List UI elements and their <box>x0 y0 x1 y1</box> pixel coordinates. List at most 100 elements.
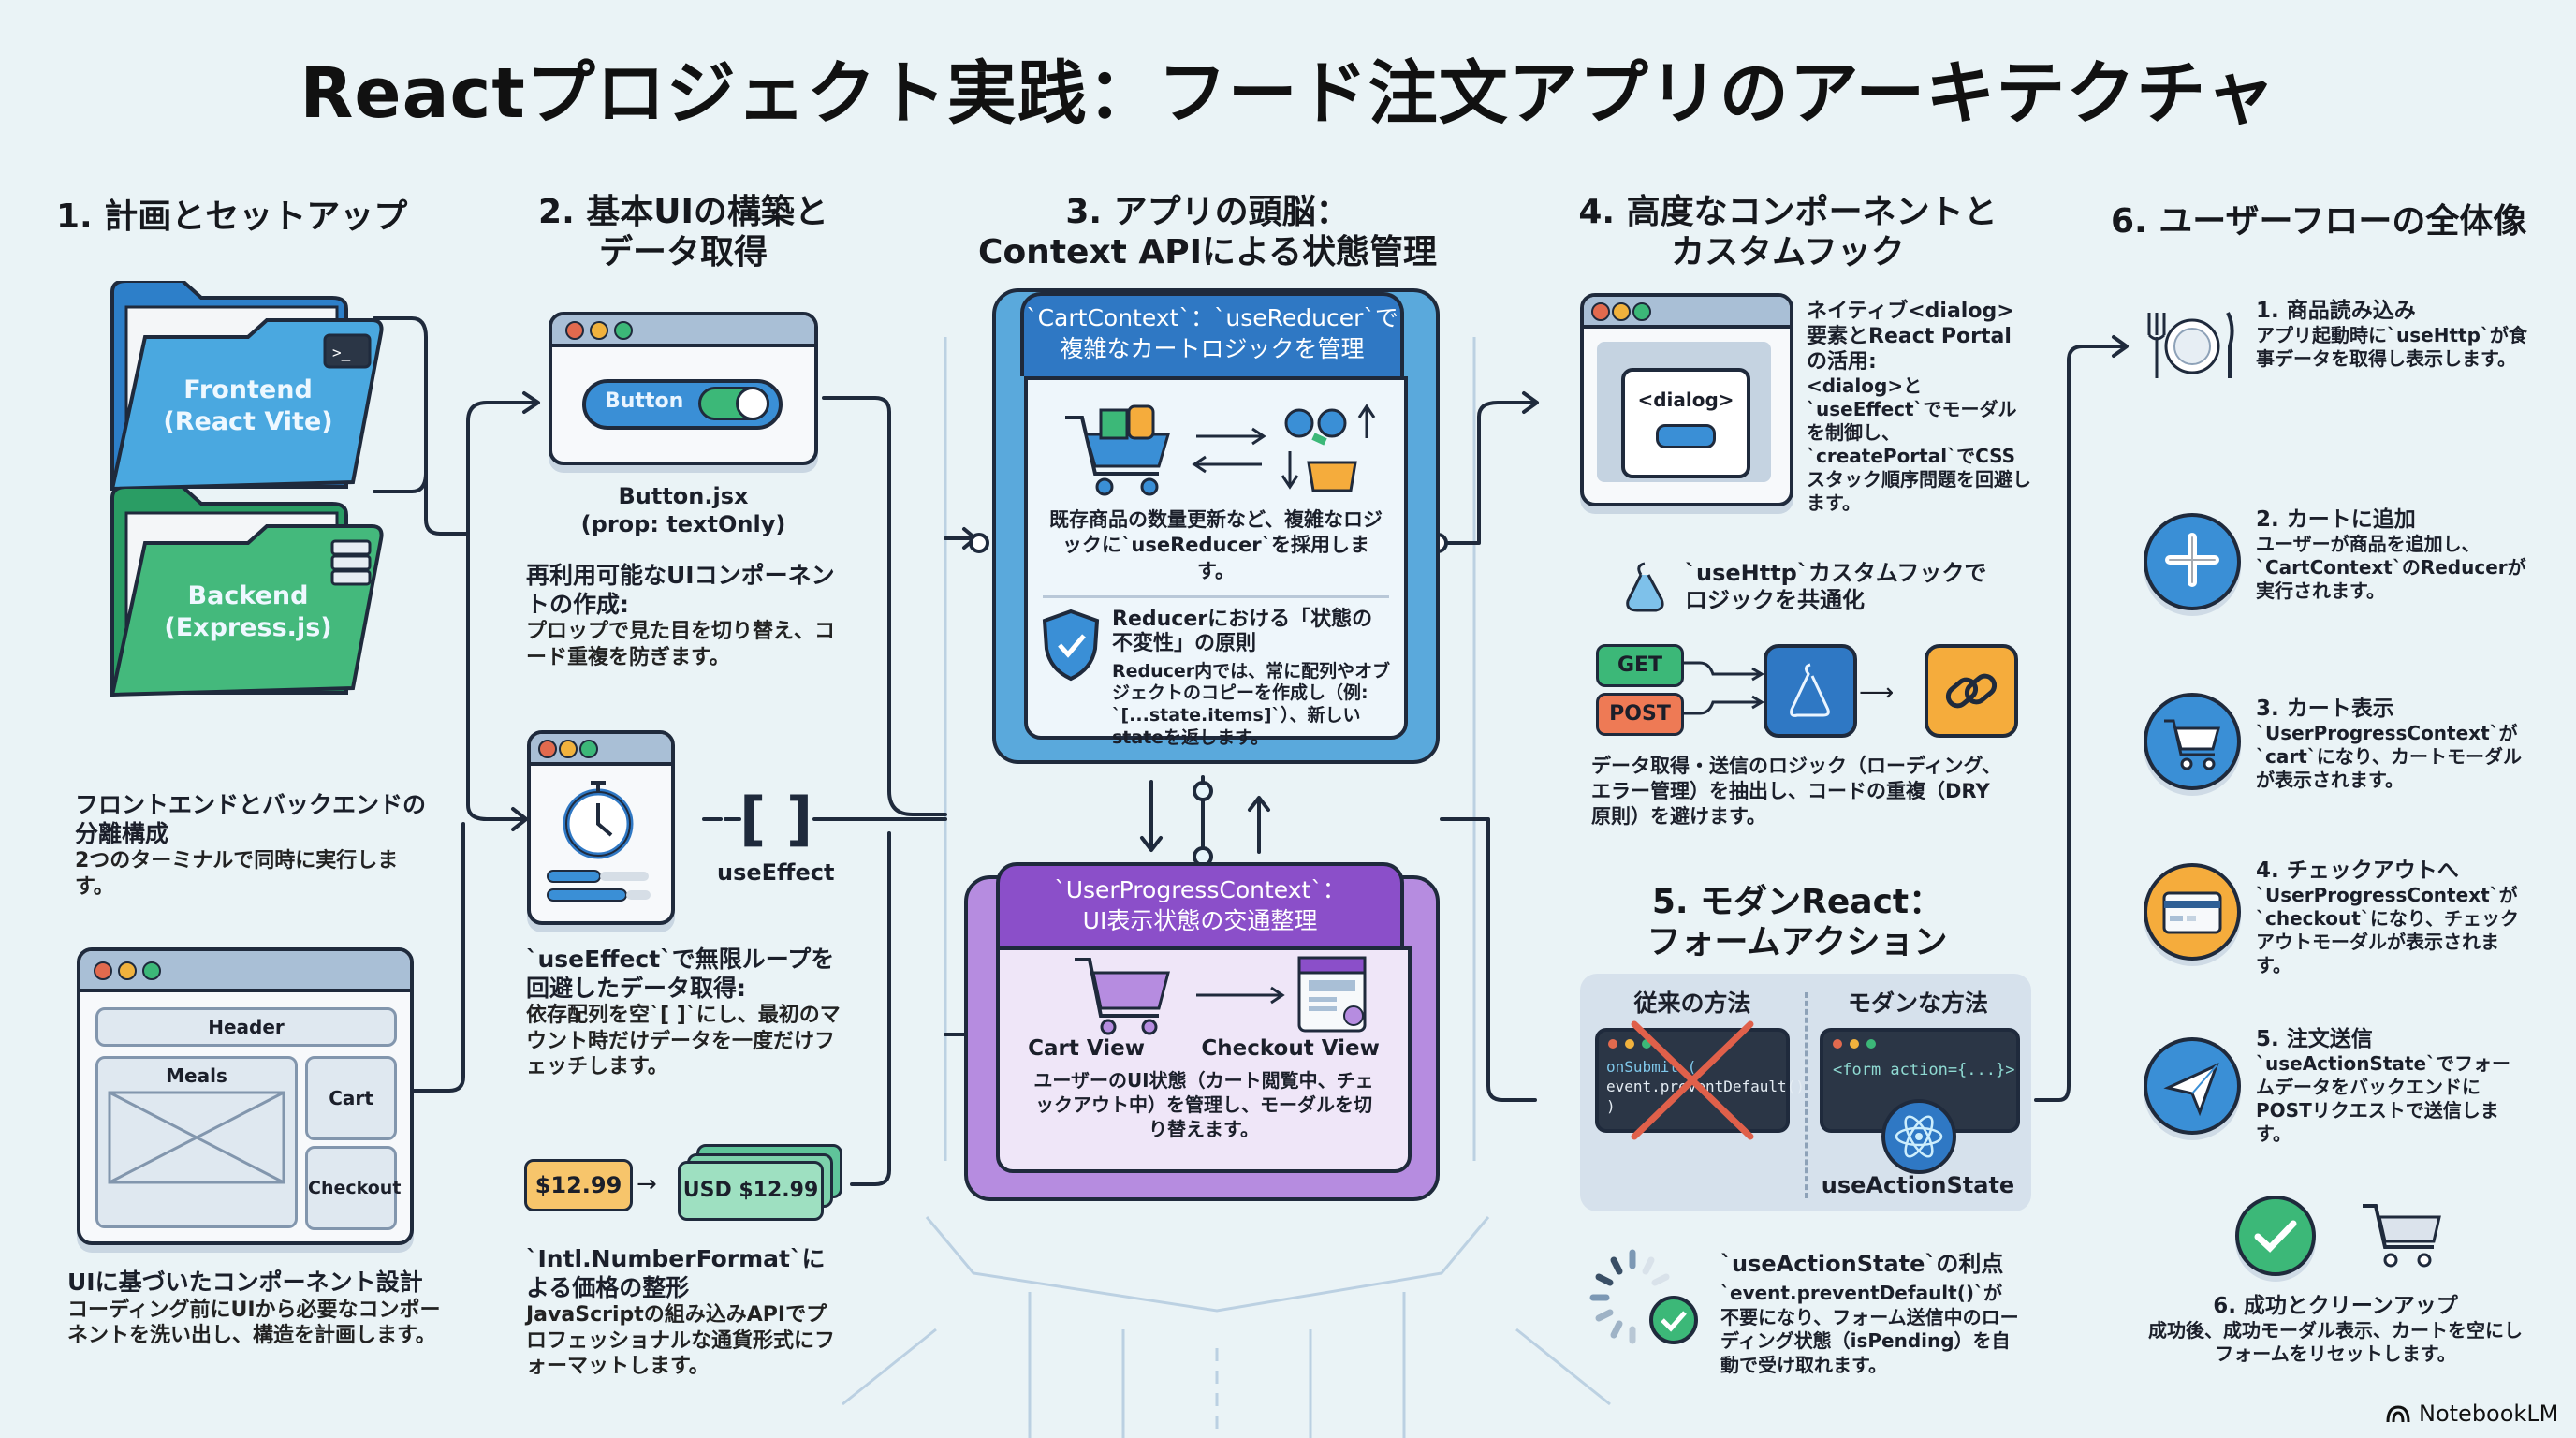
brand-watermark: NotebookLM <box>2385 1401 2558 1427</box>
cross-out-icon <box>1631 1020 1754 1140</box>
send-icon <box>2144 1037 2241 1135</box>
user-progress-desc: ユーザーのUI状態（カート閲覧中、チェックアウト中）を管理し、モーダルを切り替え… <box>1033 1069 1374 1140</box>
backend-label-line1: Backend <box>187 581 309 610</box>
flow-step-6: 6. 成功とクリーンアップ 成功後、成功モーダル表示、カートを空にしフォームをリ… <box>2144 1287 2527 1366</box>
user-progress-body: Cart View Checkout View ユーザーのUI状態（カート閲覧中… <box>996 946 1412 1173</box>
split-config-block: フロントエンドとバックエンドの分離構成 2つのターミナルで同時に実行します。 <box>75 791 431 900</box>
section-4-heading: 4. 高度なコンポーネントとカスタムフック <box>1554 192 2022 272</box>
section-5-heading-line2: フォームアクション <box>1647 923 1948 962</box>
split-config-desc: 2つのターミナルで同時に実行します。 <box>75 849 399 899</box>
intl-title: `Intl.NumberFormat`による価格の整形 <box>526 1245 826 1301</box>
cart-context-title-line1: `CartContext`：`useReducer`で <box>1026 304 1398 331</box>
image-placeholder-icon <box>108 1091 285 1184</box>
wireframe-meals-label: Meals <box>166 1064 227 1087</box>
flow-step-desc: 成功後、成功モーダル表示、カートを空にしフォームをリセットします。 <box>2148 1319 2523 1365</box>
section-2-heading-line2: データ取得 <box>598 233 768 272</box>
cart-context-desc: 既存商品の数量更新など、複雑なロジックに`useReducer`を採用します。 <box>1049 508 1383 582</box>
section-5-heading-line1: 5. モダンReact： <box>1651 883 1943 921</box>
split-config-title: フロントエンドとバックエンドの分離構成 <box>75 791 427 847</box>
toggle-knob <box>736 387 769 420</box>
section-6-heading: 6. ユーザーフローの全体像 <box>2111 202 2527 241</box>
modern-code-line: <form action={...}> <box>1833 1061 2015 1079</box>
intl-block: `Intl.NumberFormat`による価格の整形 JavaScriptの組… <box>526 1245 844 1380</box>
component-design-desc: コーディング前にUIから必要なコンポーネントを洗い出し、構造を計画します。 <box>67 1298 441 1348</box>
minimize-dot <box>1612 302 1631 321</box>
section-4-heading-line2: カスタムフック <box>1671 233 1905 272</box>
shield-check-icon <box>1042 609 1100 682</box>
cart-icon <box>2144 693 2241 790</box>
toggle-button[interactable]: Button <box>582 379 783 430</box>
immutability-desc: Reducer内では、常に配列やオブジェクトのコピーを作成し（例: `[...s… <box>1112 660 1391 748</box>
flow-step-title: 4. チェックアウトへ <box>2256 858 2459 883</box>
wireframe-window: Header Meals Cart Checkout <box>77 947 414 1245</box>
flow-step-3: 3. カート表示 `UserProgressContext`が`cart`になり… <box>2256 690 2527 792</box>
svg-text:>_: >_ <box>332 344 351 361</box>
modern-method-label: モダンな方法 <box>1847 990 1988 1017</box>
folder-icon <box>110 487 384 697</box>
cart-context-body: 既存商品の数量更新など、複雑なロジックに`useReducer`を採用します。 … <box>1024 376 1408 748</box>
fetch-window <box>527 730 675 925</box>
dependency-array: [ ] <box>739 785 813 853</box>
wireframe-meals: Meals <box>95 1056 298 1228</box>
backend-folder: Backend(Express.js) <box>108 487 388 702</box>
use-action-state-label: useActionState <box>1821 1172 2015 1198</box>
flow-step-desc: ユーザーが商品を追加し、`CartContext`のReducerが実行されます… <box>2256 533 2526 602</box>
terminal-icon <box>323 333 372 369</box>
button-file-prop: (prop: textOnly) <box>580 511 786 537</box>
section-3-heading: 3. アプリの頭脳：Context APIによる状態管理 <box>964 192 1451 272</box>
minimize-dot <box>1850 1039 1859 1049</box>
flow-step-title: 2. カートに追加 <box>2256 507 2416 532</box>
benefit-title: `useActionState`の利点 <box>1720 1251 2004 1277</box>
credit-card-icon <box>2144 863 2241 961</box>
section-4-heading-line1: 4. 高度なコンポーネントと <box>1578 193 1998 231</box>
get-method-badge: GET <box>1596 644 1684 687</box>
custom-hook-tile <box>1764 644 1857 738</box>
immutability-row: Reducerにおける「状態の不変性」の原則 Reducer内では、常に配列やオ… <box>1028 598 1404 750</box>
link-icon <box>1945 673 1998 709</box>
hook-icon <box>1624 560 1665 612</box>
frontend-label-line1: Frontend <box>183 375 313 404</box>
flow-step-title: 3. カート表示 <box>2256 697 2394 721</box>
cart-context-card: `CartContext`：`useReducer`で複雑なカートロジックを管理… <box>992 288 1440 764</box>
effect-block: `useEffect`で無限ループを回避したデータ取得: 依存配列を空`[ ]`… <box>526 946 844 1080</box>
button-file-name: Button.jsx <box>618 483 749 509</box>
checkout-window-icon <box>1297 956 1367 1033</box>
benefit-desc: `event.preventDefault()`が不要になり、フォーム送信中のロ… <box>1720 1282 2019 1376</box>
checkout-view-label: Checkout View <box>1201 1036 1380 1061</box>
notebooklm-logo-icon <box>2386 1405 2410 1423</box>
close-dot <box>94 961 112 980</box>
frontend-label: Frontend(React Vite) <box>108 374 388 438</box>
loading-spinner-icon <box>1589 1249 1698 1344</box>
reuse-block: 再利用可能なUIコンポーネントの作成: プロップで見た目を切り替え、コード重複を… <box>526 562 844 670</box>
flow-step-title: 6. 成功とクリーンアップ <box>2213 1294 2458 1318</box>
immutability-title: Reducerにおける「状態の不変性」の原則 <box>1112 607 1373 656</box>
effect-desc: 依存配列を空`[ ]`にし、最初のマウント時だけデータを一度だけフェッチします。 <box>526 1004 841 1078</box>
cart-icon <box>1075 958 1170 1035</box>
button-window: Button <box>549 312 818 465</box>
close-dot <box>1591 302 1610 321</box>
react-logo-icon <box>1881 1099 1956 1174</box>
minimize-dot <box>1625 1039 1634 1049</box>
empty-cart-icon <box>2359 1200 2443 1275</box>
use-action-state-benefit: `useActionState`の利点 `event.preventDefaul… <box>1720 1245 2020 1377</box>
close-dot <box>565 321 584 340</box>
backend-label: Backend(Express.js) <box>108 580 388 644</box>
close-dot <box>1833 1039 1842 1049</box>
dialog-button[interactable] <box>1656 424 1716 448</box>
post-method-badge: POST <box>1596 693 1684 736</box>
user-progress-header: `UserProgressContext`：UI表示状態の交通整理 <box>996 862 1404 946</box>
maximize-dot <box>1866 1039 1876 1049</box>
view-labels: Cart View Checkout View <box>1000 1036 1408 1061</box>
divider <box>1805 992 1808 1198</box>
section-2-heading-line1: 2. 基本UIの構築と <box>538 193 828 231</box>
intl-desc: JavaScriptの組み込みAPIでプロフェッショナルな通貨形式にフォーマット… <box>526 1303 836 1378</box>
dialog-label: <dialog> <box>1637 389 1734 411</box>
arrow-right-icon <box>1196 427 1266 446</box>
wireframe-checkout: Checkout <box>305 1146 401 1230</box>
check-circle-icon <box>2235 1196 2316 1276</box>
maximize-dot <box>1642 1039 1651 1049</box>
raw-price: $12.99 <box>524 1159 633 1211</box>
maximize-dot <box>1632 302 1651 321</box>
arrow-right-icon <box>1196 986 1285 1005</box>
plus-icon <box>2144 513 2241 610</box>
